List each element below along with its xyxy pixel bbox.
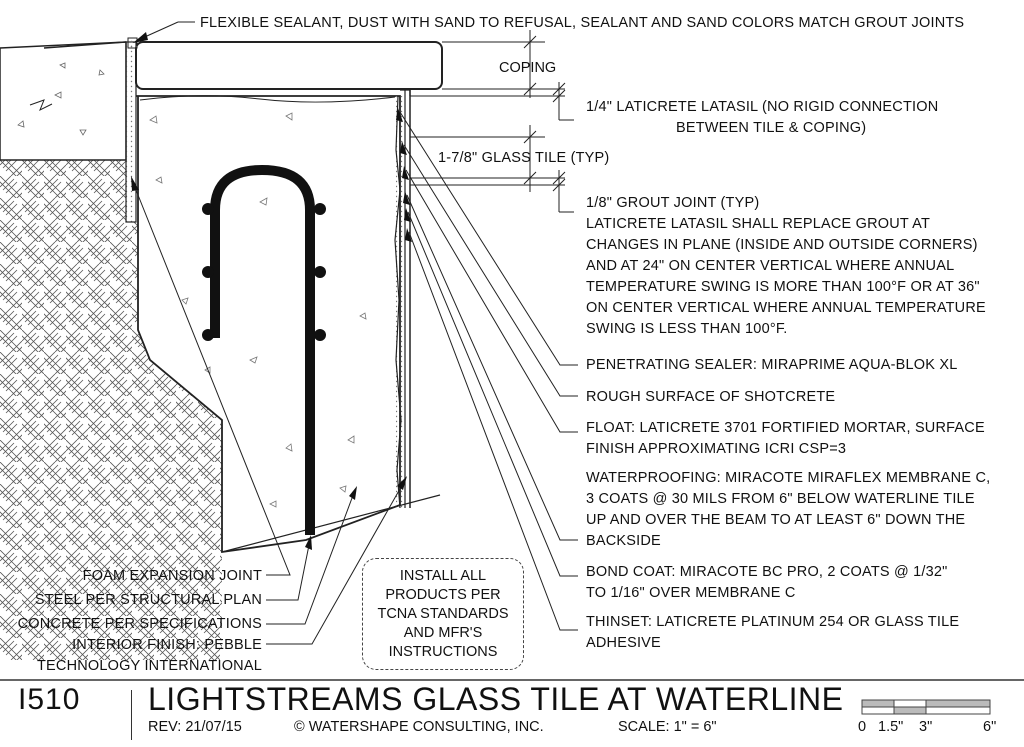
- right-arrowheads: [396, 108, 412, 242]
- sealer-note: PENETRATING SEALER: MIRAPRIME AQUA-BLOK …: [586, 357, 958, 373]
- latasil-dim-label-1: 1/4" LATICRETE LATASIL (NO RIGID CONNECT…: [586, 99, 939, 115]
- thinset-note-line-1: THINSET: LATICRETE PLATINUM 254 OR GLASS…: [586, 614, 960, 630]
- grout-joint-note-line-7: SWING IS LESS THAN 100°F.: [586, 321, 788, 337]
- scale-bar-label-1-5: 1.5": [878, 719, 904, 735]
- scale-bar-label-6: 6": [983, 719, 997, 735]
- deck-slab-top: [43, 41, 127, 49]
- latasil-dim-label-2: BETWEEN TILE & COPING): [676, 120, 867, 136]
- waterproofing-note-line-4: BACKSIDE: [586, 533, 661, 549]
- sheet-title: LIGHTSTREAMS GLASS TILE AT WATERLINE: [148, 681, 844, 717]
- deck-aggregate-marks: [17, 62, 105, 136]
- dimension-lines: [410, 30, 574, 213]
- scale-bar-label-0: 0: [858, 719, 867, 735]
- grout-joint-note-line-1: 1/8" GROUT JOINT (TYP): [586, 195, 760, 211]
- float-note-line-2: FINISH APPROXIMATING ICRI CSP=3: [586, 441, 847, 457]
- drawing-scale: SCALE: 1" = 6": [618, 719, 717, 735]
- install-note-line-5: INSTRUCTIONS: [388, 643, 498, 660]
- rough-surface-note: ROUGH SURFACE OF SHOTCRETE: [586, 389, 836, 405]
- sealant-joint: [127, 37, 138, 49]
- sheet-id: I510: [18, 683, 81, 716]
- foam-expansion-joint: [125, 41, 137, 223]
- bond-coat-note-line-2: TO 1/16" OVER MEMBRANE C: [586, 585, 796, 601]
- membrane-under-coping: [139, 95, 396, 103]
- grout-joint-note-line-2: LATICRETE LATASIL SHALL REPLACE GROUT AT: [586, 216, 931, 232]
- steel-rebar: [210, 164, 315, 535]
- title-divider: [131, 690, 132, 740]
- wall-bottom-break: [221, 494, 441, 553]
- coping-dim-label: COPING: [499, 60, 557, 76]
- install-note-box: INSTALL ALL PRODUCTS PER TCNA STANDARDS …: [362, 558, 524, 670]
- install-note-line-1: INSTALL ALL: [399, 567, 487, 584]
- top-note: FLEXIBLE SEALANT, DUST WITH SAND TO REFU…: [200, 15, 965, 31]
- scale-bar-label-3: 3": [919, 719, 933, 735]
- waterproofing-note-line-3: UP AND OVER THE BEAM TO AT LEAST 6" DOWN…: [586, 512, 966, 528]
- install-note-line-3: TCNA STANDARDS: [377, 605, 509, 622]
- install-note-line-2: PRODUCTS PER: [385, 586, 501, 603]
- grout-joint-note-line-6: ON CENTER VERTICAL WHERE ANNUAL TEMPERAT…: [586, 300, 986, 316]
- waterproofing-note-line-1: WATERPROOFING: MIRACOTE MIRAFLEX MEMBRAN…: [586, 470, 991, 486]
- grout-joint-note-line-3: CHANGES IN PLANE (INSIDE AND OUTSIDE COR…: [586, 237, 978, 253]
- copyright: © WATERSHAPE CONSULTING, INC.: [294, 719, 544, 735]
- glass-tile-dim-label: 1-7/8" GLASS TILE (TYP): [438, 150, 610, 166]
- mortar-float-layer: [396, 96, 404, 508]
- install-note-line-4: AND MFR'S: [403, 624, 483, 641]
- rough-shotcrete-surface: [394, 95, 402, 509]
- waterproofing-note-line-2: 3 COATS @ 30 MILS FROM 6" BELOW WATERLIN…: [586, 491, 975, 507]
- rebar-dots: [202, 203, 326, 341]
- earth-hatch: [0, 160, 222, 660]
- glass-tile-top: [400, 89, 411, 96]
- thinset-note-line-2: ADHESIVE: [586, 635, 661, 651]
- left-leaders: [131, 179, 406, 645]
- deck-break-mark: [29, 99, 53, 112]
- right-leaders: [399, 111, 578, 631]
- coping-stone: [135, 41, 443, 90]
- steel-note: STEEL PER STRUCTURAL PLAN: [34, 592, 262, 608]
- revision-date: REV: 21/07/15: [148, 719, 242, 735]
- grout-joint-note-line-4: AND AT 24" ON CENTER VERTICAL WHERE ANNU…: [586, 258, 955, 274]
- bond-coat-note-line-1: BOND COAT: MIRACOTE BC PRO, 2 COATS @ 1/…: [586, 564, 948, 580]
- scale-bar: [861, 699, 991, 715]
- left-arrowheads: [131, 176, 407, 550]
- interior-finish-note-line-2: TECHNOLOGY INTERNATIONAL: [36, 658, 262, 674]
- concrete-note: CONCRETE PER SPECIFICATIONS: [17, 616, 262, 632]
- interior-finish-note-line-1: INTERIOR FINISH: PEBBLE: [72, 637, 262, 653]
- foam-joint-note: FOAM EXPANSION JOINT: [82, 568, 262, 584]
- grout-joint-note-line-5: TEMPERATURE SWING IS MORE THAN 100°F OR …: [586, 279, 980, 295]
- float-note-line-1: FLOAT: LATICRETE 3701 FORTIFIED MORTAR, …: [586, 420, 985, 436]
- deck-slab: [0, 41, 127, 161]
- top-leader: [133, 21, 195, 43]
